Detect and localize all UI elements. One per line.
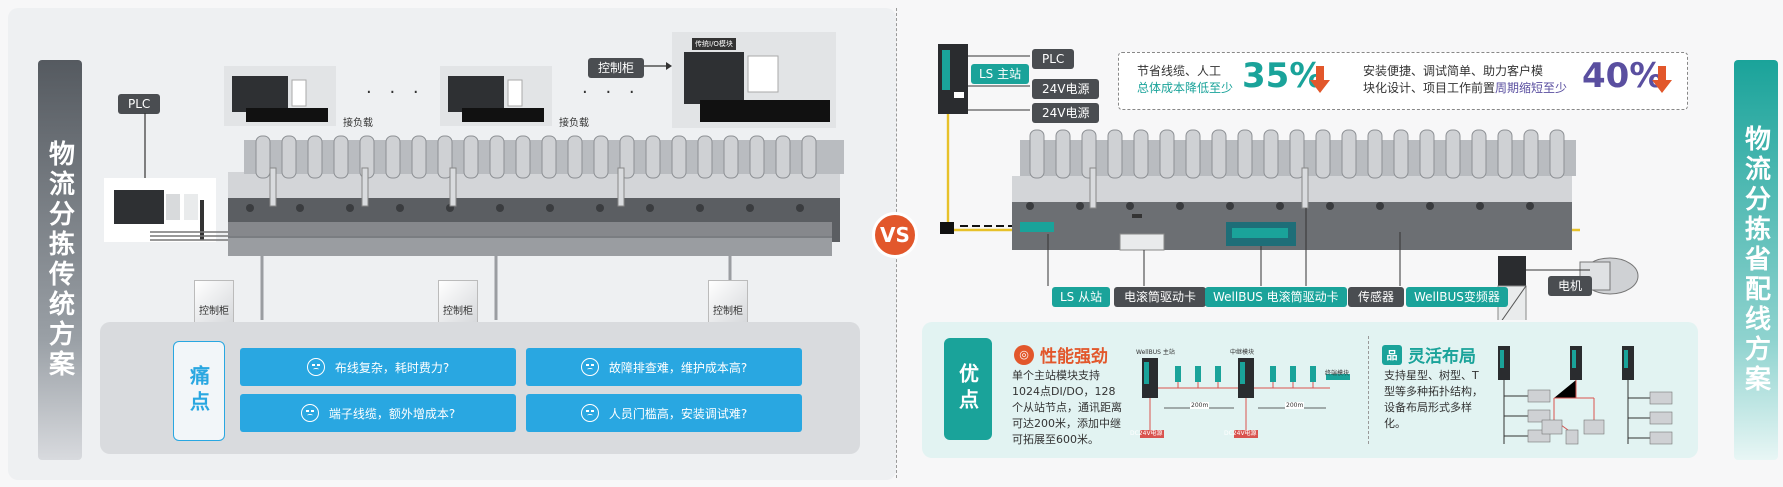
traditional-solution-title: 物流分拣传统方案 (38, 60, 82, 460)
layout-icon: 品 (1382, 344, 1402, 365)
advantages-label: 优点 (944, 338, 992, 440)
cabinet-3: 控制柜 (708, 280, 748, 324)
adv1-description: 单个主站模块支持1024点DI/DO，128个从站节点，通讯距离可达200米，添… (1012, 369, 1122, 446)
adv2-description: 支持星型、树型、T型等多种拓扑结构，设备布局形式多样化。 (1384, 369, 1483, 430)
sad-face-icon (580, 404, 599, 422)
control-cabinet-tag: 控制柜 (588, 57, 645, 78)
pain-point-1: 布线复杂，耗时费力? (240, 348, 516, 386)
adv2-title: 品灵活布局 (1382, 342, 1476, 367)
stat2-number: 40% (1582, 56, 1664, 96)
power-supply-tag-1: 24V电源 (1032, 78, 1100, 99)
vs-badge: VS (872, 212, 918, 258)
plc-tag-right: PLC (1032, 48, 1075, 69)
wiring-saving-conveyor-illustration (938, 44, 1639, 320)
load-label-2: 接负载 (559, 118, 589, 129)
benefit-stats-box (1118, 52, 1688, 110)
adv1-title: ◎性能强劲 (1014, 342, 1108, 367)
roller-card-label: 电滚筒驱动卡 (1114, 286, 1207, 307)
stat2-text: 安装便捷、调试简单、助力客户模 块化设计、项目工作前置周期缩短至少 (1363, 64, 1568, 95)
cabinet-1: 控制柜 (194, 280, 234, 324)
load-label-1: 接负载 (343, 118, 373, 129)
adv1-master-label: WellBUS 主站 (1136, 349, 1175, 356)
pain-points-label: 痛点 (173, 341, 225, 441)
stat1-number: 35% (1242, 56, 1324, 96)
adv1-end-label: 终端模块 (1325, 370, 1350, 377)
ls-master-tag: LS 主站 (971, 63, 1030, 84)
plc-tag: PLC (118, 93, 161, 114)
pain-point-3: 端子线缆，额外增成本? (240, 394, 516, 432)
adv2-topology-diagram (1498, 346, 1673, 445)
power-supply-tag-2: 24V电源 (1032, 102, 1100, 123)
adv1-psu-1: DC24V电源 (1130, 430, 1163, 437)
gauge-icon: ◎ (1014, 344, 1034, 365)
wiring-saving-solution-title: 物流分拣省配线方案 (1734, 60, 1778, 460)
pain-point-2: 故障排查难，维护成本高? (526, 348, 802, 386)
adv1-relay-label: 中继模块 (1230, 349, 1255, 356)
arrow-down-icon (1652, 66, 1672, 93)
sad-face-icon (300, 404, 319, 422)
traditional-conveyor-illustration (104, 32, 844, 320)
wellbus-roller-card-label: WellBUS 电滚筒驱动卡 (1205, 286, 1347, 307)
stat1-text: 节省线缆、人工 总体成本降低至少 (1137, 64, 1234, 95)
motor-label: 电机 (1548, 275, 1593, 296)
cabinet-2: 控制柜 (438, 280, 478, 324)
wellbus-inverter-label: WellBUS变频器 (1406, 286, 1508, 307)
ls-slave-label: LS 从站 (1052, 286, 1111, 307)
adv1-distance-2: 200m (1285, 402, 1305, 409)
adv1-distance-1: 200m (1190, 402, 1210, 409)
advantages-divider (1368, 336, 1369, 444)
ellipsis-2: · · · (582, 82, 641, 103)
sad-face-icon (306, 358, 325, 376)
sad-face-icon (580, 358, 599, 376)
arrow-down-icon (1310, 66, 1330, 93)
pain-point-4: 人员门槛高，安装调试难? (526, 394, 802, 432)
sensor-label: 传感器 (1348, 286, 1405, 307)
pain-points-area (100, 322, 860, 454)
adv1-psu-2: DC24V电源 (1224, 430, 1257, 437)
ellipsis-1: · · · (366, 82, 425, 103)
io-module-tag: 传统I/O模块 (692, 38, 736, 50)
adv1-topology-diagram (1140, 358, 1350, 438)
